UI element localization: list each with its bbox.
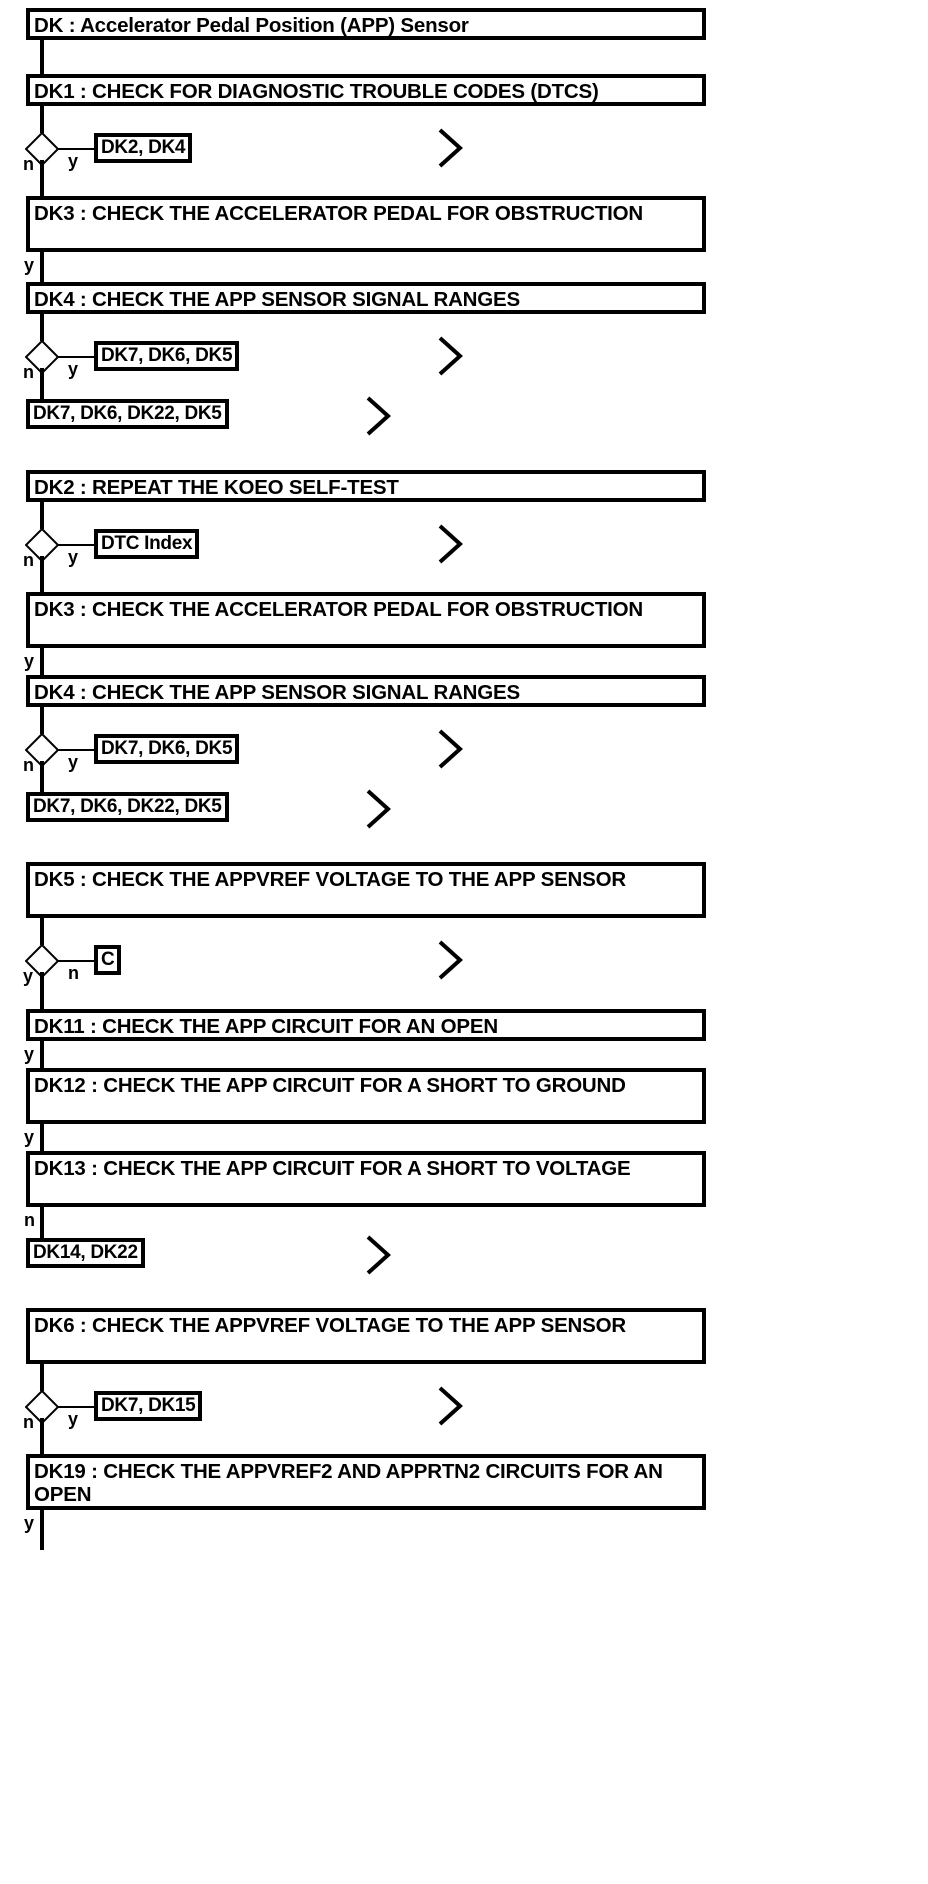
connector-line bbox=[57, 960, 94, 962]
step-dk5: DK5 : CHECK THE APPVREF VOLTAGE TO THE A… bbox=[26, 862, 706, 918]
branch-label-no: n bbox=[68, 963, 79, 983]
step-dk2: DK2 : REPEAT THE KOEO SELF-TEST bbox=[26, 470, 706, 502]
connector-line bbox=[40, 761, 44, 793]
reference-dk7-dk15[interactable]: DK7, DK15 bbox=[94, 1391, 203, 1421]
connector-line bbox=[57, 148, 94, 150]
connector-line bbox=[40, 160, 44, 196]
branch-label-yes: y bbox=[68, 752, 79, 772]
reference-dk2-dk4[interactable]: DK2, DK4 bbox=[94, 133, 193, 163]
connector-line bbox=[40, 40, 44, 74]
connector-line bbox=[57, 356, 94, 358]
chevron-right-icon bbox=[362, 392, 396, 440]
chevron-right-icon bbox=[434, 725, 468, 773]
branch-label-yes: y bbox=[24, 255, 35, 275]
reference-dk14-dk22[interactable]: DK14, DK22 bbox=[26, 1238, 145, 1268]
branch-label-no: n bbox=[23, 154, 34, 174]
connector-line bbox=[40, 918, 44, 945]
connector-line bbox=[40, 252, 44, 282]
branch-label-no: n bbox=[23, 362, 34, 382]
connector-line bbox=[40, 368, 44, 400]
branch-label-yes: y bbox=[24, 1127, 35, 1147]
branch-label-yes: y bbox=[68, 151, 79, 171]
connector-line bbox=[40, 707, 44, 734]
branch-label-yes: y bbox=[23, 966, 34, 986]
step-dk3-a: DK3 : CHECK THE ACCELERATOR PEDAL FOR OB… bbox=[26, 196, 706, 252]
chevron-right-icon bbox=[434, 520, 468, 568]
branch-label-yes: y bbox=[24, 651, 35, 671]
connector-line bbox=[40, 106, 44, 133]
step-dk19: DK19 : CHECK THE APPVREF2 AND APPRTN2 CI… bbox=[26, 1454, 706, 1510]
connector-line bbox=[40, 648, 44, 675]
reference-dk7-dk6-dk22-dk5[interactable]: DK7, DK6, DK22, DK5 bbox=[26, 399, 229, 429]
connector-line bbox=[40, 1207, 44, 1239]
connector-line bbox=[57, 749, 94, 751]
chevron-right-icon bbox=[434, 124, 468, 172]
flowchart-title-box: DK : Accelerator Pedal Position (APP) Se… bbox=[26, 8, 706, 40]
connector-line bbox=[40, 972, 44, 1009]
step-dk6: DK6 : CHECK THE APPVREF VOLTAGE TO THE A… bbox=[26, 1308, 706, 1364]
branch-label-no: n bbox=[24, 1210, 35, 1230]
chevron-right-icon bbox=[362, 1231, 396, 1279]
connector-line bbox=[40, 314, 44, 341]
reference-dk7-dk6-dk22-dk5[interactable]: DK7, DK6, DK22, DK5 bbox=[26, 792, 229, 822]
reference-dk7-dk6-dk5[interactable]: DK7, DK6, DK5 bbox=[94, 734, 240, 764]
connector-line bbox=[40, 502, 44, 529]
step-dk12: DK12 : CHECK THE APP CIRCUIT FOR A SHORT… bbox=[26, 1068, 706, 1124]
connector-line bbox=[40, 1510, 44, 1550]
connector-line bbox=[40, 1124, 44, 1151]
step-dk11: DK11 : CHECK THE APP CIRCUIT FOR AN OPEN bbox=[26, 1009, 706, 1041]
connector-line bbox=[40, 556, 44, 592]
chevron-right-icon bbox=[434, 936, 468, 984]
step-dk4-b: DK4 : CHECK THE APP SENSOR SIGNAL RANGES bbox=[26, 675, 706, 707]
branch-label-yes: y bbox=[68, 1409, 79, 1429]
branch-label-yes: y bbox=[24, 1044, 35, 1064]
connector-line bbox=[57, 544, 94, 546]
branch-label-yes: y bbox=[68, 359, 79, 379]
chevron-right-icon bbox=[362, 785, 396, 833]
branch-label-yes: y bbox=[68, 547, 79, 567]
reference-c[interactable]: C bbox=[94, 945, 122, 975]
connector-line bbox=[40, 1364, 44, 1391]
branch-label-yes: y bbox=[24, 1513, 35, 1533]
connector-line bbox=[40, 1041, 44, 1068]
reference-dk7-dk6-dk5[interactable]: DK7, DK6, DK5 bbox=[94, 341, 240, 371]
step-dk3-b: DK3 : CHECK THE ACCELERATOR PEDAL FOR OB… bbox=[26, 592, 706, 648]
branch-label-no: n bbox=[23, 755, 34, 775]
reference-dtc-index[interactable]: DTC Index bbox=[94, 529, 200, 559]
step-dk4-a: DK4 : CHECK THE APP SENSOR SIGNAL RANGES bbox=[26, 282, 706, 314]
branch-label-no: n bbox=[23, 1412, 34, 1432]
chevron-right-icon bbox=[434, 332, 468, 380]
chevron-right-icon bbox=[434, 1382, 468, 1430]
step-dk13: DK13 : CHECK THE APP CIRCUIT FOR A SHORT… bbox=[26, 1151, 706, 1207]
connector-line bbox=[57, 1406, 94, 1408]
connector-line bbox=[40, 1418, 44, 1454]
branch-label-no: n bbox=[23, 550, 34, 570]
step-dk1: DK1 : CHECK FOR DIAGNOSTIC TROUBLE CODES… bbox=[26, 74, 706, 106]
